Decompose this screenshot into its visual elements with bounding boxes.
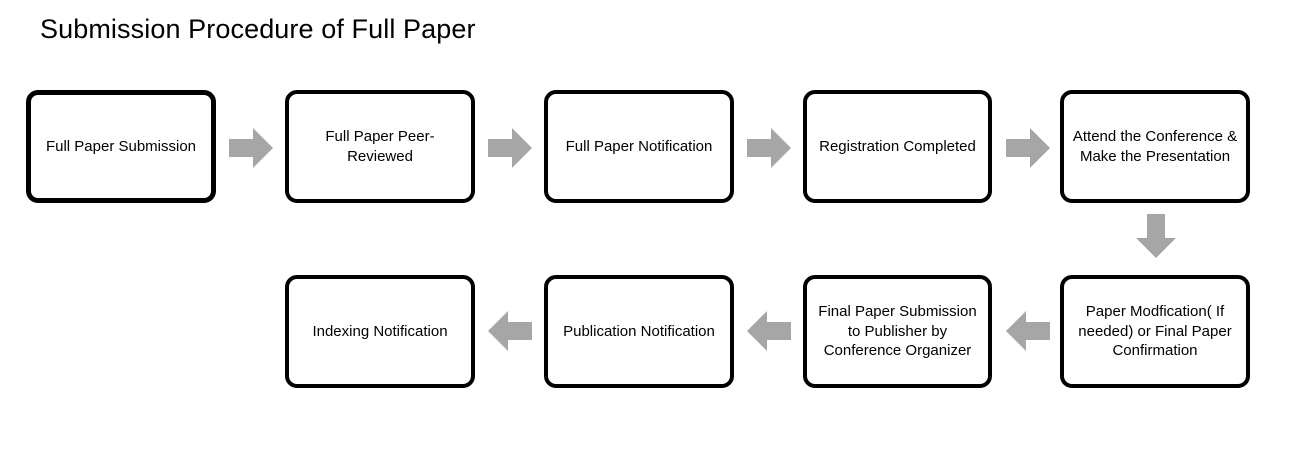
node-label: Attend the Conference & Make the Present…: [1072, 127, 1238, 165]
arrow-right-icon: [229, 126, 273, 170]
node-label: Indexing Notification: [312, 322, 448, 340]
node-label: Final Paper Submission to Publisher by C…: [818, 302, 977, 360]
node-paper-modification[interactable]: Paper Modfication( If needed) or Final P…: [1060, 275, 1250, 388]
node-publication-notification[interactable]: Publication Notification: [544, 275, 734, 388]
arrow-left-icon: [747, 309, 791, 353]
arrow-right-icon: [1006, 126, 1050, 170]
node-attend-conference[interactable]: Attend the Conference & Make the Present…: [1060, 90, 1250, 203]
arrow-right-icon: [747, 126, 791, 170]
node-label: Full Paper Notification: [565, 137, 713, 155]
node-full-paper-notification[interactable]: Full Paper Notification: [544, 90, 734, 203]
page-title: Submission Procedure of Full Paper: [40, 14, 476, 44]
node-label: Full Paper Submission: [45, 137, 197, 155]
arrow-down-icon: [1134, 214, 1178, 258]
node-final-paper-submission[interactable]: Final Paper Submission to Publisher by C…: [803, 275, 992, 388]
arrow-left-icon: [488, 309, 532, 353]
arrow-right-icon: [488, 126, 532, 170]
node-label: Full Paper Peer-Reviewed: [325, 127, 435, 165]
node-indexing-notification[interactable]: Indexing Notification: [285, 275, 475, 388]
node-label: Paper Modfication( If needed) or Final P…: [1078, 302, 1232, 360]
node-label: Registration Completed: [819, 137, 976, 155]
node-label: Publication Notification: [563, 322, 715, 340]
node-full-paper-submission[interactable]: Full Paper Submission: [26, 90, 216, 203]
arrow-left-icon: [1006, 309, 1050, 353]
node-full-paper-peer-reviewed[interactable]: Full Paper Peer-Reviewed: [285, 90, 475, 203]
node-registration-completed[interactable]: Registration Completed: [803, 90, 992, 203]
